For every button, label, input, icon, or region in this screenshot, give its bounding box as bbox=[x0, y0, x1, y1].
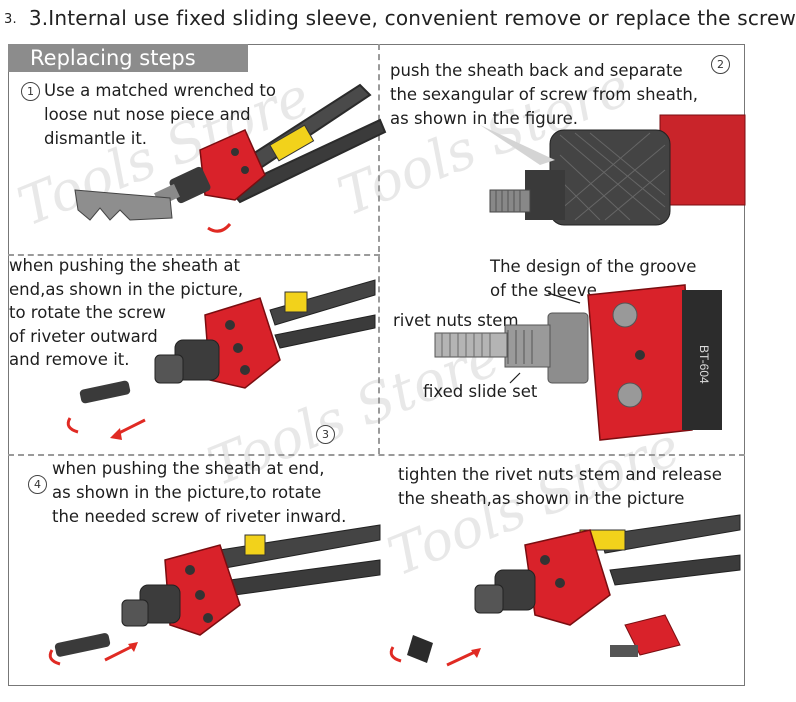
step-5-line: tighten the rivet nuts stem and release bbox=[398, 465, 722, 484]
groove-callout-line2: of the sleeve bbox=[490, 281, 597, 300]
page-heading: 3. 3.Internal use fixed sliding sleeve, c… bbox=[4, 6, 796, 30]
step-3-line: when pushing the sheath at bbox=[9, 256, 240, 275]
step-3-line: and remove it. bbox=[9, 350, 130, 369]
step-3-marker: 3 bbox=[316, 425, 335, 444]
step-4-line: as shown in the picture,to rotate bbox=[52, 483, 322, 502]
step-2-marker: 2 bbox=[711, 55, 730, 74]
step-1-illustration bbox=[74, 83, 387, 233]
step-1-marker: 1 bbox=[21, 82, 40, 101]
step-2-line: as shown in the figure. bbox=[390, 109, 579, 128]
step-4-line: when pushing the sheath at end, bbox=[52, 459, 325, 478]
step-2-line: the sexangular of screw from sheath, bbox=[390, 85, 699, 104]
step-2-line: push the sheath back and separate bbox=[390, 61, 683, 80]
slide-set-callout: fixed slide set bbox=[423, 382, 538, 401]
step-1-line: dismantle it. bbox=[44, 129, 148, 148]
step-1-line: Use a matched wrenched to bbox=[44, 81, 276, 100]
step-3-line: to rotate the screw bbox=[9, 303, 166, 322]
divider-left-upper bbox=[8, 254, 380, 256]
vertical-divider bbox=[378, 44, 380, 454]
step-3-line: end,as shown in the picture, bbox=[9, 280, 244, 299]
step-1-line: loose nut nose piece and bbox=[44, 105, 251, 124]
groove-callout-line1: The design of the groove bbox=[490, 257, 697, 276]
model-label: BT-604 bbox=[697, 345, 711, 384]
step-2-illustration bbox=[480, 114, 746, 226]
heading-number: 3. bbox=[4, 12, 17, 27]
divider-middle bbox=[8, 454, 745, 456]
heading-text: 3.Internal use fixed sliding sleeve, con… bbox=[28, 6, 796, 30]
step-3-illustration bbox=[66, 279, 376, 440]
step-5-illustration bbox=[389, 514, 741, 667]
groove-detail-illustration: BT-604 bbox=[434, 284, 722, 441]
stem-callout: rivet nuts stem bbox=[393, 311, 519, 330]
step-4-illustration bbox=[48, 524, 381, 666]
steps-frame bbox=[8, 44, 745, 686]
step-4-marker: 4 bbox=[28, 475, 47, 494]
step-5-line: the sheath,as shown in the picture bbox=[398, 489, 685, 508]
step-3-line: of riveter outward bbox=[9, 327, 158, 346]
step-4-line: the needed screw of riveter inward. bbox=[52, 507, 347, 526]
replacing-steps-banner: Replacing steps bbox=[8, 44, 248, 72]
